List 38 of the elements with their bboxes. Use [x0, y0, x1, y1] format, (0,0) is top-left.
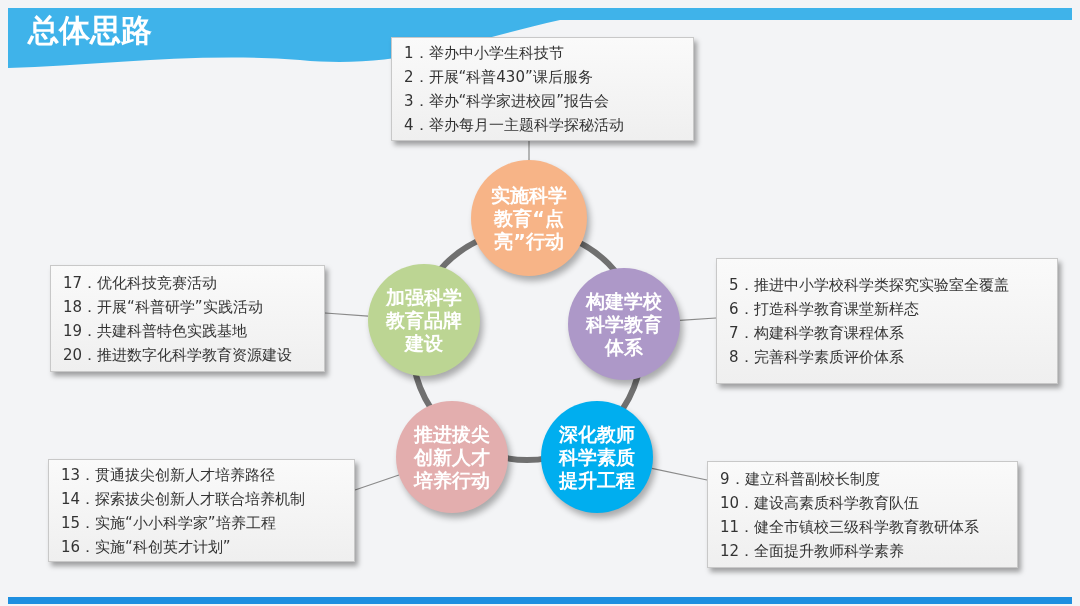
list-item: 7．构建科学教育课程体系	[729, 323, 905, 344]
circle-label: 实施科学教育“点亮”行动	[490, 183, 568, 253]
list-item: 15．实施“小小科学家”培养工程	[61, 512, 277, 534]
circle-label: 深化教师科学素质提升工程	[557, 422, 636, 492]
connector-line	[651, 467, 708, 481]
connector-line	[679, 317, 717, 321]
circle-label: 推进拔尖创新人才培养行动	[412, 422, 491, 492]
circle-label: 构建学校科学教育体系	[584, 289, 663, 359]
connector-line	[528, 140, 530, 161]
list-item: 2．开展“科普430”课后服务	[404, 67, 594, 88]
list-item: 16．实施“科创英才计划”	[61, 536, 232, 558]
list-item: 20．推进数字化科学教育资源建设	[63, 344, 294, 366]
list-item: 12．全面提升教师科学素养	[720, 540, 906, 562]
list-item: 19．共建科普特色实践基地	[63, 320, 249, 342]
list-item: 10．建设高素质科学教育队伍	[720, 492, 921, 514]
list-item: 8．完善科学素质评价体系	[729, 347, 905, 368]
list-item: 1．举办中小学生科技节	[404, 43, 565, 64]
list-box	[391, 37, 694, 141]
list-item: 6．打造科学教育课堂新样态	[729, 299, 920, 320]
list-item: 3．举办“科学家进校园”报告会	[404, 91, 611, 112]
connector-line	[324, 312, 369, 317]
list-item: 13．贯通拔尖创新人才培养路径	[61, 464, 277, 486]
topic-circle	[541, 401, 653, 513]
list-box	[716, 258, 1058, 384]
list-item: 17．优化科技竞赛活动	[63, 272, 219, 294]
list-item: 11．健全市镇校三级科学教育教研体系	[720, 516, 981, 538]
list-item: 18．开展“科普研学”实践活动	[63, 296, 264, 318]
list-item: 5．推进中小学校科学类探究实验室全覆盖	[729, 275, 1010, 296]
topic-circle	[568, 268, 680, 380]
list-item: 14．探索拔尖创新人才联合培养机制	[61, 488, 307, 510]
list-box	[50, 265, 325, 372]
list-box	[48, 459, 355, 562]
list-item: 9．建立科普副校长制度	[720, 468, 881, 490]
connector-line	[354, 474, 400, 491]
list-item: 4．举办每月一主题科学探秘活动	[404, 115, 625, 136]
circle-label: 加强科学教育品牌建设	[384, 285, 463, 355]
title: 总体思路	[28, 11, 152, 50]
list-box	[707, 461, 1018, 568]
